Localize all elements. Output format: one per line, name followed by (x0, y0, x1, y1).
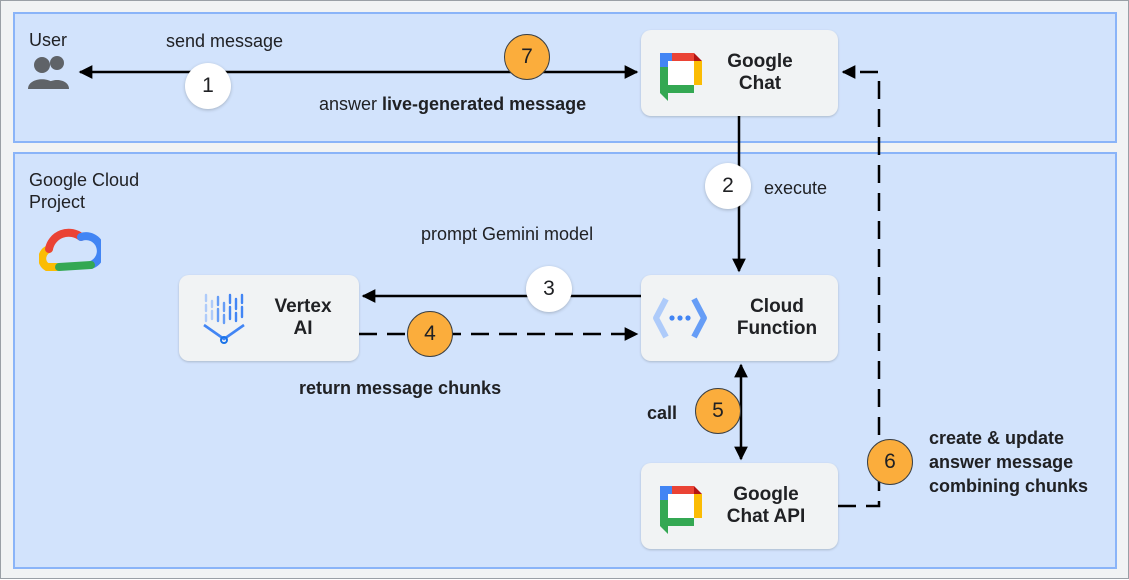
step-6: 6 (867, 439, 913, 485)
step-2: 2 (705, 163, 751, 209)
google-chat-api-label-line1: Google (733, 484, 799, 505)
cloud-region-label: Google Cloud Project (29, 169, 139, 213)
step-5: 5 (695, 388, 741, 434)
google-chat-logo-icon (660, 53, 702, 101)
create-update-line2: answer message (929, 452, 1074, 472)
cloud-region-label-line1: Google Cloud (29, 170, 140, 190)
vertex-ai-icon (203, 293, 245, 344)
vertex-ai-label-line1: Vertex (274, 296, 332, 317)
cloud-function-label-line2: Function (736, 318, 818, 339)
cloud-function-label-line1: Cloud (750, 296, 804, 317)
step-7: 7 (504, 34, 550, 80)
step-4: 4 (407, 311, 453, 357)
step-1: 1 (185, 63, 231, 109)
answer-bold-text: live-generated message (382, 94, 587, 114)
edge-chat-api-chat (838, 65, 881, 508)
cloud-function-label: Cloud Function (729, 296, 825, 340)
call-label: call (647, 403, 678, 423)
cloud-region-label-line2: Project (29, 192, 86, 212)
answer-prefix-text: answer (319, 94, 383, 114)
return-chunks-label: return message chunks (299, 378, 502, 398)
google-chat-api-label-line2: Chat API (726, 506, 806, 527)
google-chat-label: Google Chat (715, 51, 805, 95)
google-chat-api-label: Google Chat API (713, 484, 819, 528)
create-update-line1: create & update (929, 428, 1065, 448)
google-chat-api-logo-icon (660, 486, 702, 534)
send-message-label: send message (166, 31, 284, 51)
google-chat-label-line1: Google (727, 51, 793, 72)
cloud-function-icon (653, 297, 707, 339)
vertex-ai-label: Vertex AI (263, 296, 343, 340)
create-update-line3: combining chunks (929, 476, 1089, 496)
users-icon (28, 56, 69, 89)
google-cloud-logo-icon (39, 228, 101, 271)
vertex-ai-label-line2: AI (293, 318, 313, 339)
step-3: 3 (526, 266, 572, 312)
create-update-label: create & update answer message combining… (929, 426, 1088, 498)
prompt-gemini-label: prompt Gemini model (421, 224, 594, 244)
vertex-ai-node[interactable] (179, 275, 359, 361)
execute-label: execute (764, 178, 828, 198)
user-region-label: User (29, 30, 68, 50)
answer-message-label: answer live-generated message (319, 93, 586, 115)
google-chat-label-line2: Chat (738, 73, 782, 94)
